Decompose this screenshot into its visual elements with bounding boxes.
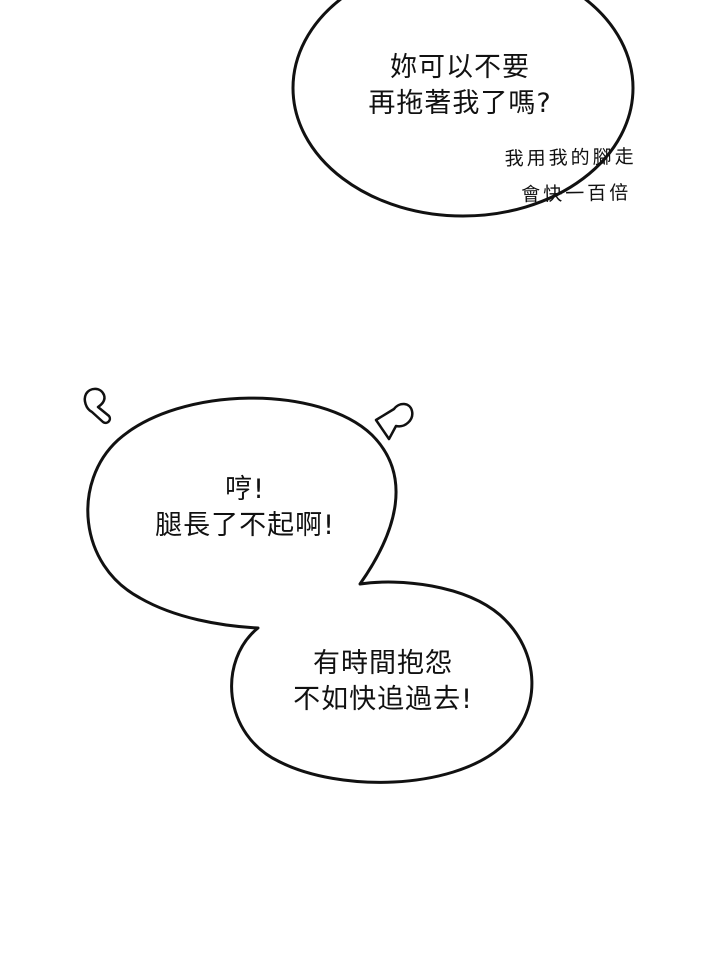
bubble-left-line-2: 腿長了不起啊!	[155, 510, 335, 541]
bubble-left-line-1: 哼!	[225, 474, 265, 505]
bubble-top-text: 妳可以不要 再拖著我了嗎?	[360, 50, 560, 122]
side-note-line-2: 會快一百倍	[521, 181, 632, 206]
speech-bubble-double	[86, 396, 534, 784]
bubble-left-text: 哼! 腿長了不起啊!	[140, 472, 350, 544]
side-note-line-1: 我用我的腳走	[504, 145, 637, 171]
anger-mark-left-icon	[83, 387, 112, 425]
speech-bubble-top	[291, 0, 635, 218]
bubble-top-line-1: 妳可以不要	[390, 52, 530, 83]
bubble-right-text: 有時間抱怨 不如快追過去!	[278, 646, 488, 718]
side-note-handwriting: 我用我的腳走 會快一百倍	[504, 139, 637, 213]
bubble-top-line-2: 再拖著我了嗎?	[368, 88, 552, 119]
bubble-right-line-2: 不如快追過去!	[293, 684, 473, 715]
bubble-right-line-1: 有時間抱怨	[313, 648, 453, 679]
anger-mark-right-icon	[374, 402, 414, 441]
